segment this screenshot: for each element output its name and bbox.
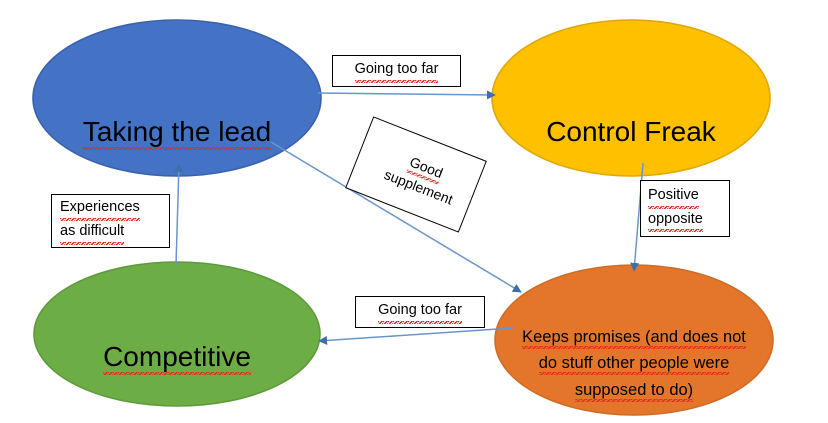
label-box-positive-opposite[interactable]: Positive opposite — [640, 180, 730, 237]
label-text-going-too-far-bottom: Going too far — [378, 300, 462, 324]
label-box-going-too-far-bottom[interactable]: Going too far — [355, 296, 485, 328]
label-text-positive: Positive — [648, 184, 699, 209]
arrow-keeps-promises-to-competitive[interactable] — [318, 327, 514, 345]
arrow-lead-to-keeps-promises[interactable] — [270, 141, 522, 293]
label-box-going-too-far-top[interactable]: Going too far — [332, 55, 461, 87]
arrow-competitive-to-lead[interactable] — [174, 163, 184, 266]
label-box-experiences-as-difficult[interactable]: Experiences as difficult — [51, 194, 170, 248]
label-text-experiences: Experiences — [60, 197, 140, 221]
label-text-going-too-far-top: Going too far — [354, 59, 439, 83]
label-text-opposite: opposite — [648, 208, 703, 233]
label-text-as-difficult: as difficult — [60, 221, 125, 245]
arrow-lead-to-control-freak[interactable] — [317, 90, 496, 100]
